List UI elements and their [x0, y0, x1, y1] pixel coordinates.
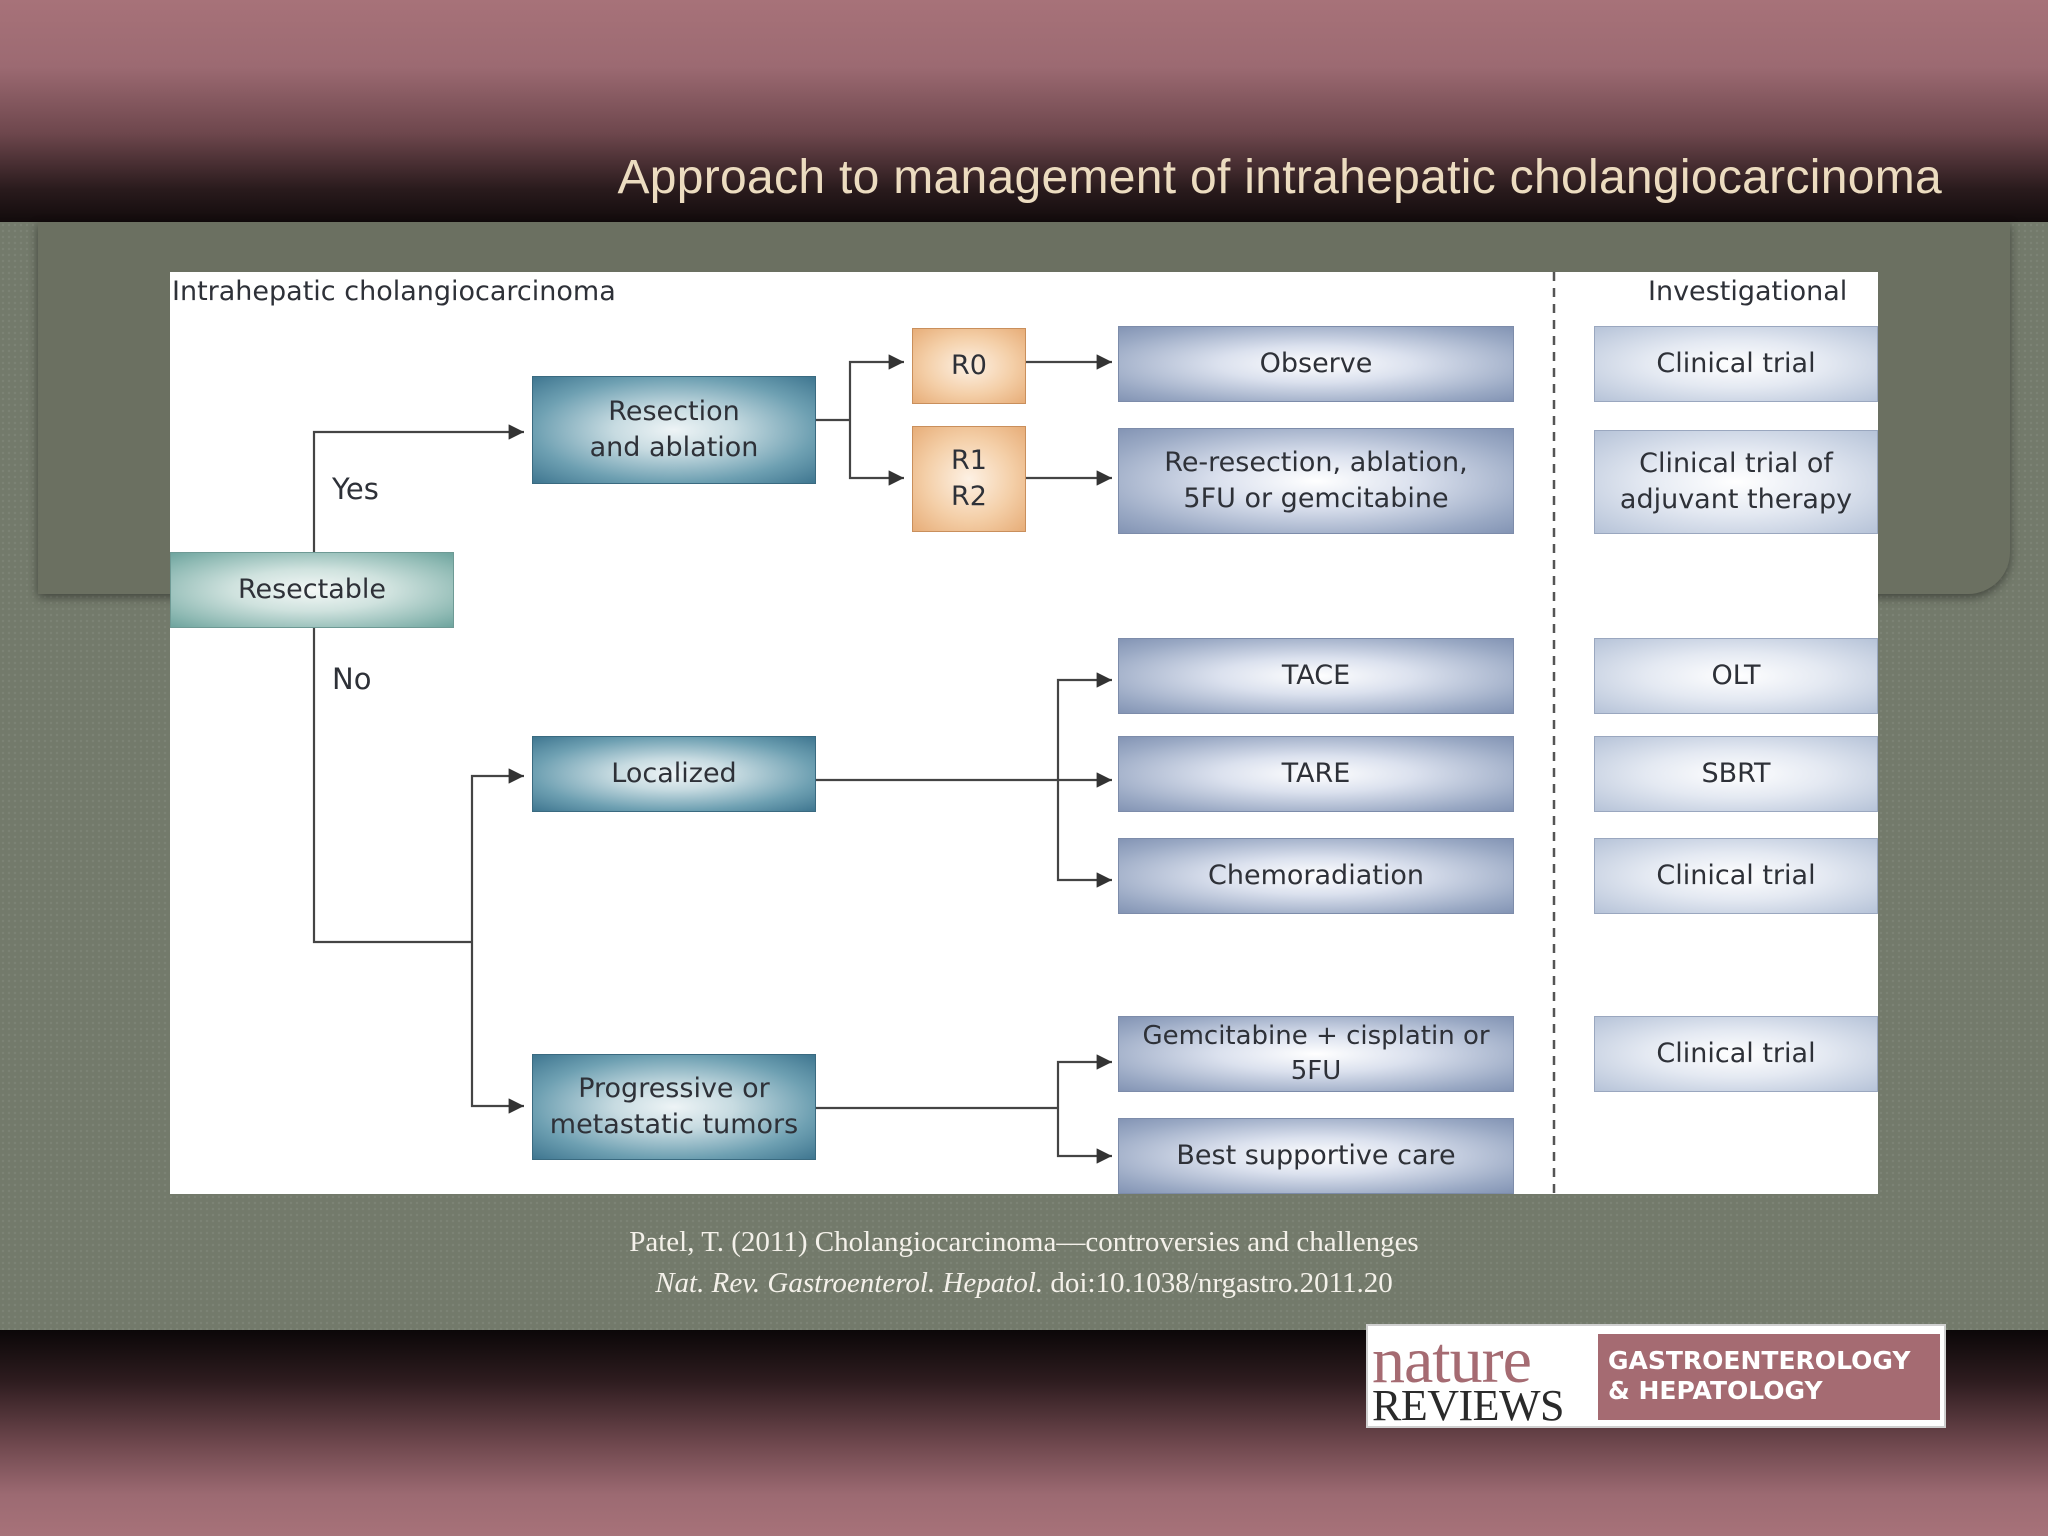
citation-line-2: Nat. Rev. Gastroenterol. Hepatol. doi:10… — [0, 1263, 2048, 1304]
connector-to-gemcitabine — [1056, 1054, 1112, 1108]
diagram-heading: Intrahepatic cholangiocarcinoma — [172, 276, 616, 307]
node-chemoradiation: Chemoradiation — [1118, 838, 1514, 914]
connector-no — [312, 628, 472, 944]
node-best-supportive-care: Best supportive care — [1118, 1118, 1514, 1194]
logo-journal-name: GASTROENTEROLOGY & HEPATOLOGY — [1598, 1334, 1940, 1420]
connector-to-tace — [1056, 672, 1112, 780]
node-clinical-trial-3: Clinical trial — [1594, 1016, 1878, 1092]
node-r0: R0 — [912, 328, 1026, 404]
citation-journal: Nat. Rev. Gastroenterol. Hepatol. — [655, 1267, 1044, 1299]
header-band — [0, 0, 2048, 222]
node-resectable: Resectable — [170, 552, 454, 628]
citation-doi: doi:10.1038/nrgastro.2011.20 — [1050, 1267, 1393, 1299]
node-localized: Localized — [532, 736, 816, 812]
no-label: No — [332, 662, 372, 696]
node-resection-ablation: Resection and ablation — [532, 376, 816, 484]
nature-reviews-logo: nature REVIEWS GASTROENTEROLOGY & HEPATO… — [1366, 1324, 1946, 1428]
node-olt: OLT — [1594, 638, 1878, 714]
node-progressive: Progressive or metastatic tumors — [532, 1054, 816, 1160]
node-tace: TACE — [1118, 638, 1514, 714]
slide-title: Approach to management of intrahepatic c… — [617, 151, 1942, 204]
flowchart-connectors — [312, 272, 1556, 1194]
node-gemcitabine: Gemcitabine + cisplatin or 5FU — [1118, 1016, 1514, 1092]
connector-yes — [312, 424, 524, 552]
logo-nature-word: nature — [1372, 1324, 1532, 1397]
connector-to-supportive — [1056, 1108, 1112, 1164]
node-clinical-trial-1: Clinical trial — [1594, 326, 1878, 402]
citation-line-1: Patel, T. (2011) Cholangiocarcinoma—cont… — [629, 1226, 1419, 1258]
logo-reviews-word: REVIEWS — [1372, 1381, 1565, 1430]
node-r1-r2: R1 R2 — [912, 426, 1026, 532]
node-clinical-trial-2: Clinical trial — [1594, 838, 1878, 914]
investigational-heading: Investigational — [1648, 276, 1848, 307]
flowchart: Intrahepatic cholangiocarcinoma Investig… — [170, 272, 1878, 1194]
node-sbrt: SBRT — [1594, 736, 1878, 812]
node-adjuvant-trial: Clinical trial of adjuvant therapy — [1594, 430, 1878, 534]
logo-journal-line-1: GASTROENTEROLOGY — [1608, 1346, 1911, 1375]
connector-to-progressive — [470, 942, 524, 1114]
node-reresection: Re-resection, ablation, 5FU or gemcitabi… — [1118, 428, 1514, 534]
connector-to-r1r2 — [848, 420, 904, 486]
node-observe: Observe — [1118, 326, 1514, 402]
connector-to-localized — [470, 768, 524, 942]
connector-to-chemoradiation — [1056, 780, 1112, 888]
yes-label: Yes — [332, 472, 379, 506]
logo-journal-line-2: & HEPATOLOGY — [1608, 1376, 1823, 1405]
node-tare: TARE — [1118, 736, 1514, 812]
citation: Patel, T. (2011) Cholangiocarcinoma—cont… — [0, 1222, 2048, 1304]
connector-to-r0 — [848, 354, 904, 420]
